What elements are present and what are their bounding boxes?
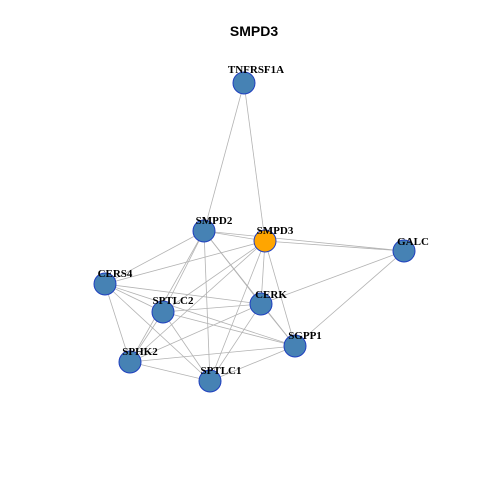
edge-tnfrsf1a-smpd3 (243, 82, 266, 242)
edge-smpd3-sgpp1 (264, 240, 296, 347)
edge-galc-sgpp1 (294, 250, 405, 347)
edge-smpd2-sptlc1 (203, 230, 211, 382)
node-circle-galc (392, 239, 416, 263)
node-label-galc: GALC (397, 236, 429, 248)
node-circle-smpd3 (253, 229, 277, 253)
edge-sptlc2-cerk (162, 303, 262, 313)
edge-smpd3-galc (264, 240, 405, 252)
edge-cers4-sptlc1 (104, 283, 211, 382)
edge-smpd2-sptlc2 (162, 230, 205, 313)
node-circle-cers4 (93, 272, 117, 296)
node-label-smpd3: SMPD3 (257, 225, 294, 237)
edge-smpd2-galc (203, 230, 405, 252)
edge-sgpp1-sphk2 (129, 345, 296, 363)
node-circle-sptlc2 (151, 300, 175, 324)
edge-sphk2-sptlc1 (129, 361, 211, 382)
graph-title: SMPD3 (230, 23, 278, 39)
node-galc: GALC (392, 236, 429, 263)
edge-smpd3-sptlc2 (162, 240, 266, 313)
node-circle-sgpp1 (283, 334, 307, 358)
edge-tnfrsf1a-smpd2 (203, 82, 245, 232)
edge-smpd3-cers4 (104, 240, 266, 285)
node-sphk2: SPHK2 (118, 346, 158, 374)
node-cerk: CERK (249, 289, 287, 316)
edge-cerk-sptlc1 (209, 303, 262, 382)
node-smpd2: SMPD2 (192, 215, 233, 243)
node-label-tnfrsf1a: TNFRSF1A (228, 64, 284, 76)
edge-smpd3-sptlc1 (209, 240, 266, 382)
node-label-cers4: CERS4 (98, 268, 133, 280)
node-circle-cerk (249, 292, 273, 316)
edge-smpd2-sphk2 (129, 230, 205, 363)
edge-cers4-cerk (104, 283, 262, 305)
edge-cers4-sphk2 (104, 283, 131, 363)
edge-smpd3-sphk2 (129, 240, 266, 363)
edges-layer (104, 82, 405, 382)
edge-sptlc2-sptlc1 (162, 311, 211, 382)
edge-sptlc2-sgpp1 (162, 311, 296, 347)
node-smpd3: SMPD3 (253, 225, 294, 253)
edge-cers4-sgpp1 (104, 283, 296, 347)
node-label-sgpp1: SGPP1 (288, 330, 322, 342)
node-sptlc1: SPTLC1 (198, 365, 242, 393)
node-circle-sphk2 (118, 350, 142, 374)
edge-cerk-sphk2 (129, 303, 262, 363)
node-sgpp1: SGPP1 (283, 330, 322, 358)
node-circle-sptlc1 (198, 369, 222, 393)
node-circle-smpd2 (192, 219, 216, 243)
node-label-cerk: CERK (255, 289, 287, 301)
node-tnfrsf1a: TNFRSF1A (228, 64, 284, 95)
node-label-sptlc1: SPTLC1 (201, 365, 242, 377)
node-label-sptlc2: SPTLC2 (153, 295, 194, 307)
node-label-smpd2: SMPD2 (196, 215, 233, 227)
node-label-sphk2: SPHK2 (122, 346, 158, 358)
edge-sgpp1-sptlc1 (209, 345, 296, 382)
edge-galc-cerk (260, 250, 405, 305)
node-circle-tnfrsf1a (232, 71, 256, 95)
node-sptlc2: SPTLC2 (151, 295, 194, 324)
edge-smpd2-cers4 (104, 230, 205, 285)
node-cers4: CERS4 (93, 268, 133, 296)
